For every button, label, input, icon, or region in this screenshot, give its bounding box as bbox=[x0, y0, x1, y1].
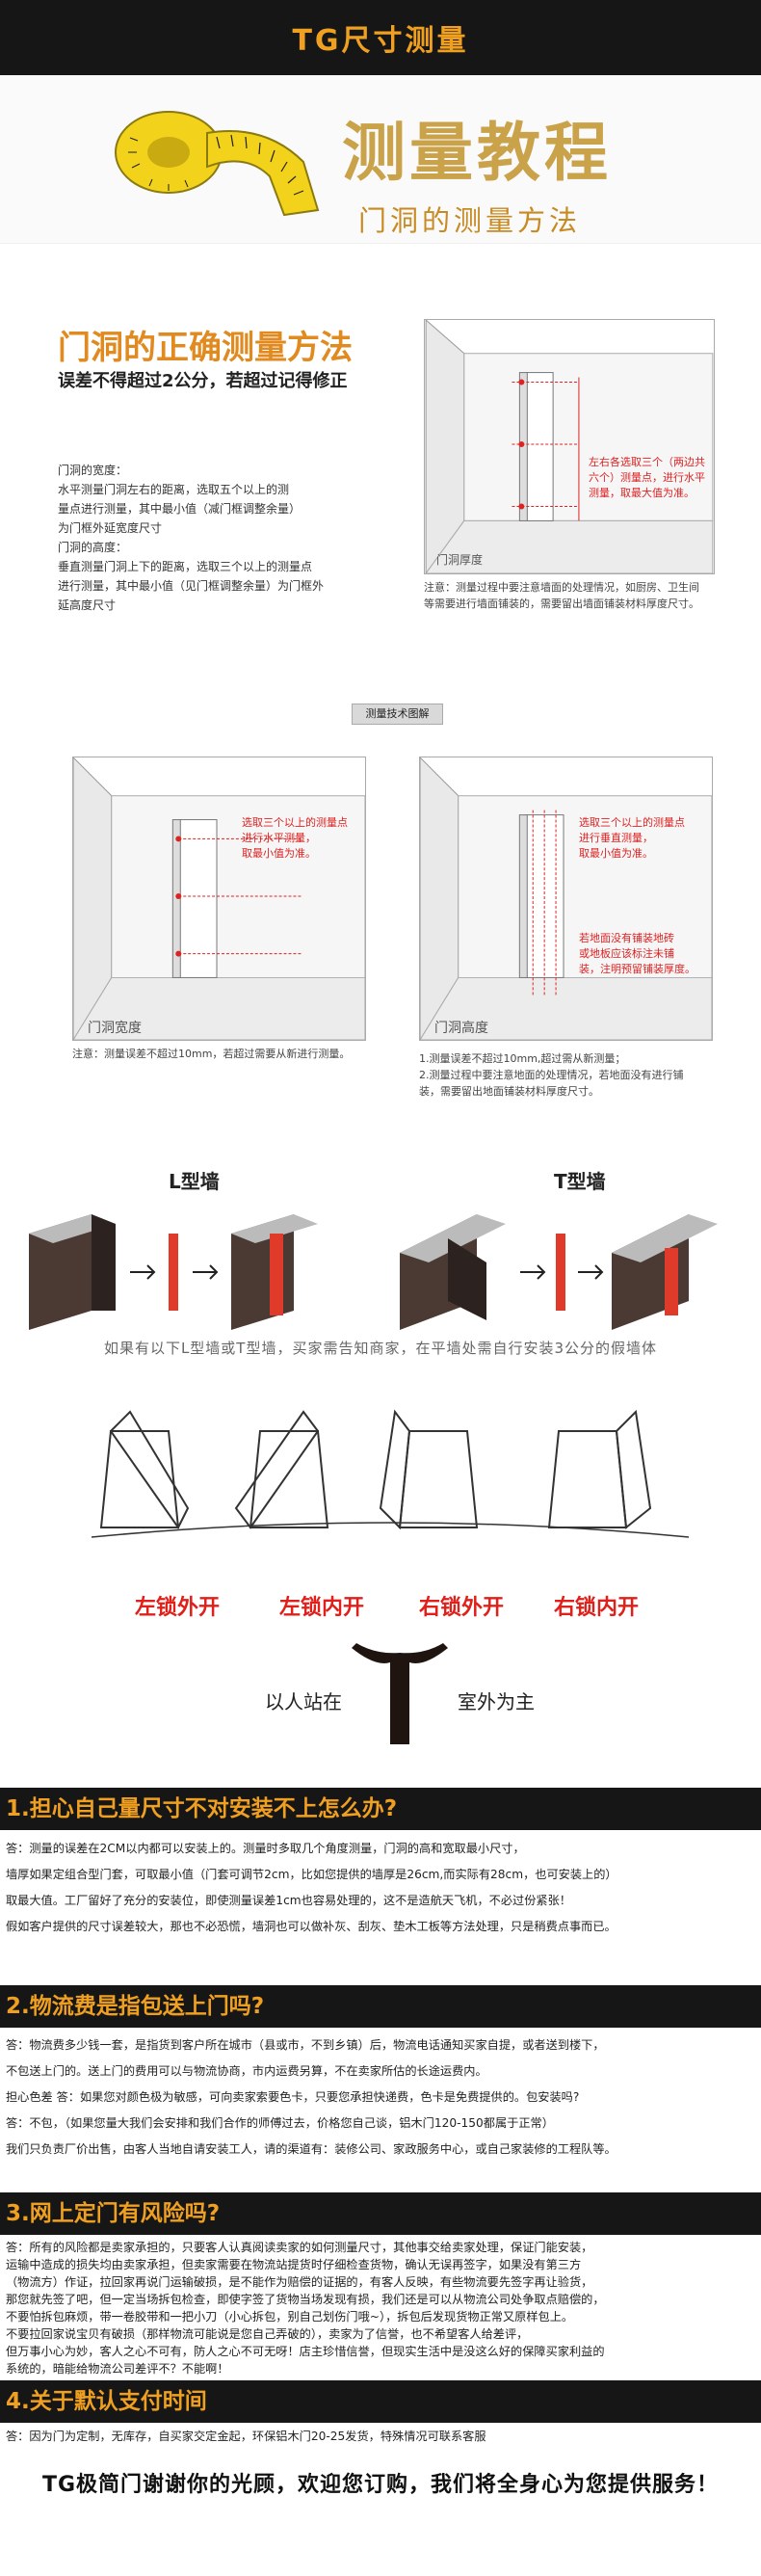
height-red-note: 选取三个以上的测量点 进行垂直测量， 取最小值为准。 bbox=[579, 815, 685, 862]
red-note-line: 左右各选取三个（两边共 bbox=[589, 456, 705, 468]
note-line: 装，需要留出地面铺装材料厚度尺寸。 bbox=[419, 1085, 599, 1098]
door-width-diagram: 门洞宽度 选取三个以上的测量点 进行水平测量， 取最小值为准。 bbox=[72, 757, 366, 1041]
note-line: 2.测量过程中要注意地面的处理情况，若地面没有进行铺 bbox=[419, 1069, 684, 1081]
height-room-illustration bbox=[420, 757, 712, 1040]
height-label: 门洞高度 bbox=[434, 1021, 488, 1036]
thickness-red-note: 左右各选取三个（两边共 六个）测量点，进行水平 测量，取最大值为准。 bbox=[589, 455, 705, 501]
tutorial-banner: 测量教程 门洞的测量方法 bbox=[0, 75, 761, 244]
stand-right-text: 室外为主 bbox=[458, 1690, 535, 1713]
answer-line: 答：物流费多少钱一套，是指货到客户所在城市（县或市，不到乡镇）后，物流电话通知买… bbox=[6, 2038, 605, 2052]
banner-subtitle: 门洞的测量方法 bbox=[358, 204, 582, 237]
answer-line: 答：因为门为定制，无库存，自买家交定金起，环保铝木门20-25发货，特殊情况可联… bbox=[6, 2430, 486, 2443]
red-note-line: 若地面没有铺装地砖 bbox=[579, 932, 674, 944]
method-line: 进行测量，其中最小值（见门框调整余量）为门框外 bbox=[58, 579, 325, 593]
correct-method-section: 门洞的正确测量方法 误差不得超过2公分，若超过记得修正 门洞的宽度： 水平测量门… bbox=[0, 244, 761, 612]
answer-line: 我们只负责厂价出售，由客人当地自请安装工人，请的渠道有：装修公司、家政服务中心，… bbox=[6, 2142, 617, 2156]
answer-line: 不要怕拆包麻烦，带一卷胶带和一把小刀（小心拆包，别自己划伤门哦~），拆包后发现货… bbox=[6, 2310, 574, 2324]
faq-question-4: 4.关于默认支付时间 bbox=[0, 2380, 761, 2423]
width-room-illustration bbox=[73, 757, 365, 1040]
l-wall-label: L型墙 bbox=[169, 1170, 220, 1193]
red-note-line: 选取三个以上的测量点 bbox=[242, 816, 348, 829]
width-label: 门洞宽度 bbox=[88, 1021, 142, 1036]
door-thickness-diagram: 门洞厚度 左右各选取三个（两边共 六个）测量点，进行水平 测量，取最大值为准。 bbox=[424, 319, 715, 574]
thickness-note: 注意：测量过程中要注意墙面的处理情况，如厨房、卫生间 等需要进行墙面铺装的，需要… bbox=[424, 579, 699, 612]
method-line: 为门框外延宽度尺寸 bbox=[58, 521, 163, 535]
room-illustration bbox=[425, 320, 714, 573]
height-red-note-floor: 若地面没有铺装地砖 或地板应该标注未铺 装，注明预留铺装厚度。 bbox=[579, 931, 695, 977]
method-line: 门洞的宽度： bbox=[58, 464, 128, 477]
answer-line: 但万事小心为妙，客人之心不可有，防人之心不可无呀！店主珍惜信誉，但现实生活中是没… bbox=[6, 2345, 605, 2358]
answer-line: 担心色差 答：如果您对颜色极为敏感，可向卖家索要色卡，只要您承担快递费，色卡是免… bbox=[6, 2090, 580, 2104]
top-bar: TG尺寸测量 bbox=[0, 0, 761, 75]
faq-answer-4: 答：因为门为定制，无库存，自买家交定金起，环保铝木门20-25发货，特殊情况可联… bbox=[6, 2427, 757, 2453]
red-note-line: 取最小值为准。 bbox=[579, 847, 653, 860]
door-height-diagram: 门洞高度 选取三个以上的测量点 进行垂直测量， 取最小值为准。 若地面没有铺装地… bbox=[419, 757, 713, 1041]
red-note-line: 取最小值为准。 bbox=[242, 847, 316, 860]
method-line: 垂直测量门洞上下的距离，选取三个以上的测量点 bbox=[58, 560, 313, 573]
door-swing-illustration bbox=[92, 1409, 689, 1538]
answer-line: 墙厚如果定组合型门套，可取最小值（门套可调节2cm，比如您提供的墙厚是26cm,… bbox=[6, 1868, 617, 1881]
note-line: 注意：测量过程中要注意墙面的处理情况，如厨房、卫生间 bbox=[424, 581, 699, 594]
answer-line: 取最大值。工厂留好了充分的安装位，即使测量误差1cm也容易处理的，这不是造航天飞… bbox=[6, 1894, 571, 1907]
answer-line: 答：不包，（如果您量大我们会安排和我们合作的师傅过去，价格您自己谈，铝木门120… bbox=[6, 2116, 554, 2130]
answer-line: 答：测量的误差在2CM以内都可以安装上的。测量时多取几个角度测量，门洞的高和宽取… bbox=[6, 1842, 525, 1855]
answer-line: 运输中造成的损失均由卖家承担，但卖家需要在物流站提货时仔细检查货物，确认无误再签… bbox=[6, 2258, 582, 2271]
red-note-line: 或地板应该标注未铺 bbox=[579, 947, 674, 960]
answer-line: （物流方）作证，拉回家再说门运输破损，是不能作为赔偿的证据的，有客人反映，有些物… bbox=[6, 2275, 593, 2289]
method-line: 门洞的高度： bbox=[58, 541, 128, 554]
width-red-note: 选取三个以上的测量点 进行水平测量， 取最小值为准。 bbox=[242, 815, 348, 862]
thickness-label: 门洞厚度 bbox=[436, 553, 484, 567]
red-note-line: 进行水平测量， bbox=[242, 832, 316, 844]
stand-left-text: 以人站在 bbox=[265, 1690, 342, 1713]
height-note: 1.测量误差不超过10mm,超过需从新测量； 2.测量过程中要注意地面的处理情况… bbox=[419, 1050, 684, 1100]
faq-answer-1: 答：测量的误差在2CM以内都可以安装上的。测量时多取几个角度测量，门洞的高和宽取… bbox=[6, 1839, 757, 1943]
answer-line: 不要拉回家说宝贝有破损（那样物流可能说是您自己弄破的），卖家为了信誉，也不希望客… bbox=[6, 2327, 529, 2341]
faq-question-2: 2.物流费是指包送上门吗? bbox=[0, 1985, 761, 2028]
wall-caption: 如果有以下L型墙或T型墙，买家需告知商家，在平墙处需自行安装3公分的假墙体 bbox=[103, 1340, 658, 1357]
red-note-line: 选取三个以上的测量点 bbox=[579, 816, 685, 829]
measuring-tape-icon bbox=[115, 111, 320, 217]
answer-line: 那您就先签了吧，但一定当场拆包检查，即使字签了货物当场发现有损，我们还是可以从物… bbox=[6, 2293, 605, 2306]
faq-question-1: 1.担心自己量尺寸不对安装不上怎么办? bbox=[0, 1788, 761, 1830]
answer-line: 答：所有的风险都是卖家承担的，只要客人认真阅读卖家的如何测量尺寸，其他事交给卖家… bbox=[6, 2241, 593, 2254]
method-line: 量点进行测量，其中最小值（减门框调整余量） bbox=[58, 502, 302, 516]
faq-answer-3: 答：所有的风险都是卖家承担的，只要客人认真阅读卖家的如何测量尺寸，其他事交给卖家… bbox=[6, 2239, 757, 2377]
answer-line: 系统的，暗能给物流公司差评不？不能啊！ bbox=[6, 2362, 229, 2376]
t-wall-label: T型墙 bbox=[554, 1170, 606, 1193]
section-heading: 门洞的正确测量方法 bbox=[58, 329, 353, 367]
width-note: 注意：测量误差不超过10mm，若超过需要从新进行测量。 bbox=[72, 1048, 351, 1060]
red-note-line: 六个）测量点，进行水平 bbox=[589, 471, 705, 484]
thanks-message: TG极简门谢谢你的光顾，欢迎您订购，我们将全身心为您提供服务！ bbox=[41, 2473, 720, 2497]
faq-question-3: 3.网上定门有风险吗? bbox=[0, 2192, 761, 2235]
section-warning: 误差不得超过2公分，若超过记得修正 bbox=[58, 371, 348, 391]
note-line: 1.测量误差不超过10mm,超过需从新测量； bbox=[419, 1052, 626, 1065]
method-description: 门洞的宽度： 水平测量门洞左右的距离，选取五个以上的测 量点进行测量，其中最小值… bbox=[58, 461, 385, 615]
note-line: 等需要进行墙面铺装的，需要留出墙面铺装材料厚度尺寸。 bbox=[424, 598, 699, 610]
tech-diagram-label: 测量技术图解 bbox=[352, 704, 443, 725]
method-line: 水平测量门洞左右的距离，选取五个以上的测 bbox=[58, 483, 290, 496]
lock-right-in: 右锁内开 bbox=[554, 1596, 640, 1620]
person-standpoint-icon bbox=[352, 1643, 448, 1744]
answer-line: 假如客户提供的尺寸误差较大，那也不必恐慌，墙洞也可以做补灰、刮灰、垫木工板等方法… bbox=[6, 1920, 617, 1933]
answer-line: 不包送上门的。送上门的费用可以与物流协商，市内运费另算，不在卖家所估的长途运费内… bbox=[6, 2064, 487, 2078]
lock-right-out: 右锁外开 bbox=[419, 1596, 505, 1620]
banner-title: 测量教程 bbox=[342, 116, 612, 190]
faq-answer-2: 答：物流费多少钱一套，是指货到客户所在城市（县或市，不到乡镇）后，物流电话通知买… bbox=[6, 2035, 757, 2165]
wall-types-illustration bbox=[29, 1214, 718, 1330]
lock-left-out: 左锁外开 bbox=[135, 1596, 221, 1620]
method-line: 延高度尺寸 bbox=[58, 598, 117, 612]
red-note-line: 进行垂直测量， bbox=[579, 832, 653, 844]
page-title: TG尺寸测量 bbox=[292, 24, 469, 58]
red-note-line: 装，注明预留铺装厚度。 bbox=[579, 963, 695, 975]
red-note-line: 测量，取最大值为准。 bbox=[589, 487, 695, 499]
lock-left-in: 左锁内开 bbox=[279, 1596, 365, 1620]
